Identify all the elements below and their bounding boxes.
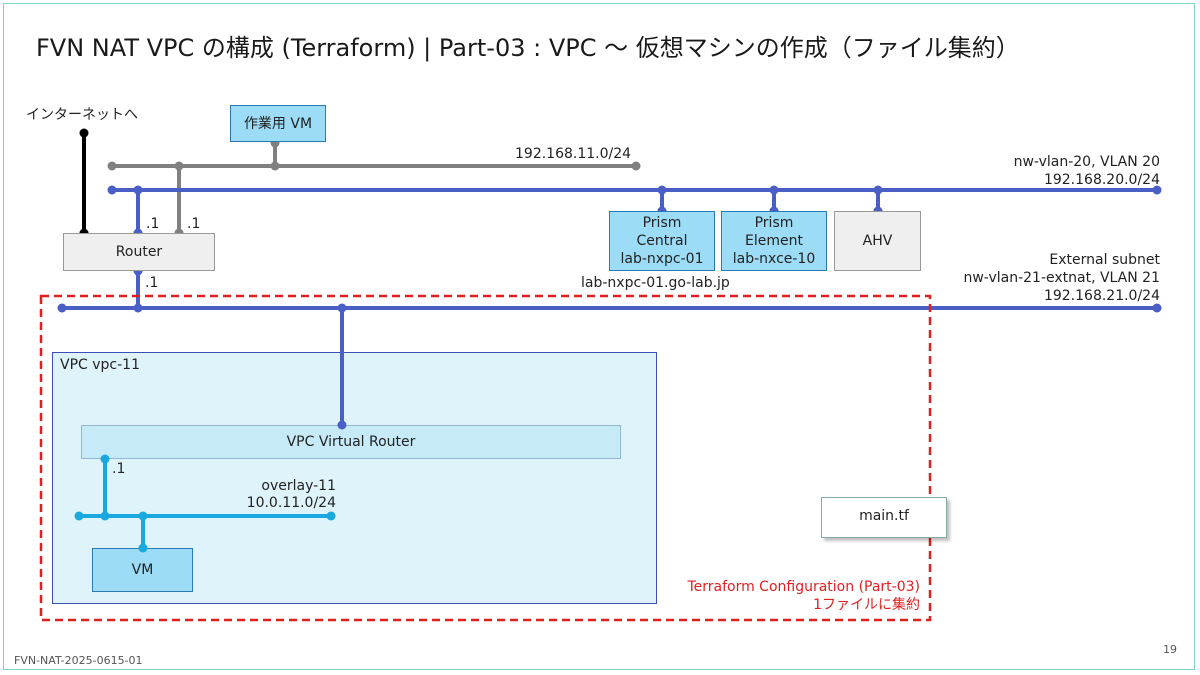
ext-label-1: External subnet [1049, 252, 1160, 268]
prism-central-line3: lab-nxpc-01 [620, 251, 704, 267]
vlan20-right-end [1152, 185, 1162, 195]
vm-node[interactable]: VM [92, 548, 193, 592]
subnet-11-left-end [107, 161, 117, 171]
ahv-label: AHV [862, 233, 893, 249]
overlay-label-1: overlay-11 [261, 478, 336, 494]
vrouter-dot1: .1 [112, 461, 126, 477]
vlan21-left-end [57, 303, 67, 313]
internet-label: インターネットへ [26, 107, 138, 123]
ext-label-3: 192.168.21.0/24 [1043, 288, 1160, 304]
vpc-virtual-router-label: VPC Virtual Router [286, 434, 416, 450]
vlan20-label-2: 192.168.20.0/24 [1043, 172, 1160, 188]
vpc-label: VPC vpc-11 [60, 357, 140, 373]
router-dot1-vlan20: .1 [146, 216, 160, 232]
subnet-11-label: 192.168.11.0/24 [515, 146, 632, 162]
pc-node-top [657, 185, 667, 195]
main-tf-label: main.tf [859, 508, 909, 524]
terraform-label-2: 1ファイルに集約 [813, 597, 920, 613]
router-dot1-subnet11: .1 [187, 216, 201, 232]
router-vlan20-node-top [133, 185, 143, 195]
prism-element-line3: lab-nxce-10 [732, 251, 816, 267]
ahv-node[interactable]: AHV [834, 211, 921, 271]
main-tf-file-icon[interactable]: main.tf [821, 497, 947, 538]
vlan21-right-end [1152, 303, 1162, 313]
prism-central-fqdn: lab-nxpc-01.go-lab.jp [581, 275, 730, 291]
vlan20-left-end [107, 185, 117, 195]
doc-id: FVN-NAT-2025-0615-01 [14, 654, 143, 667]
work-vm-label: 作業用 VM [243, 115, 313, 132]
router-node[interactable]: Router [63, 233, 215, 271]
vm-label: VM [131, 562, 154, 578]
work-vm-node[interactable]: 作業用 VM [230, 105, 326, 142]
ext-label-2: nw-vlan-21-extnat, VLAN 21 [963, 270, 1160, 286]
vpc-virtual-router[interactable]: VPC Virtual Router [81, 425, 621, 459]
prism-element-line2: Element [745, 233, 803, 249]
router-gray-node-top [174, 161, 184, 171]
prism-element-line1: Prism [754, 215, 794, 231]
subnet-11-right-end [631, 161, 641, 171]
prism-central-line2: Central [636, 233, 688, 249]
vlan20-label-1: nw-vlan-20, VLAN 20 [1013, 154, 1160, 170]
router-label: Router [115, 244, 163, 260]
prism-central-node[interactable]: Prism Central lab-nxpc-01 [609, 211, 715, 271]
page-number: 19 [1163, 643, 1177, 656]
ahv-node-top [873, 185, 883, 195]
terraform-label-1: Terraform Configuration (Part-03) [687, 579, 920, 595]
router-dot1-ext: .1 [145, 275, 159, 291]
page-title: FVN NAT VPC の構成 (Terraform) | Part-03 : … [36, 34, 1020, 62]
terraform-dashed-box [39, 294, 932, 622]
prism-central-line1: Prism [642, 215, 682, 231]
overlay-label-2: 10.0.11.0/24 [246, 495, 336, 511]
internet-node-top [79, 128, 89, 138]
prism-element-node[interactable]: Prism Element lab-nxce-10 [721, 211, 827, 271]
slide-frame [3, 3, 1195, 670]
work-vm-node-bottom [270, 161, 280, 171]
pe-node-top [769, 185, 779, 195]
